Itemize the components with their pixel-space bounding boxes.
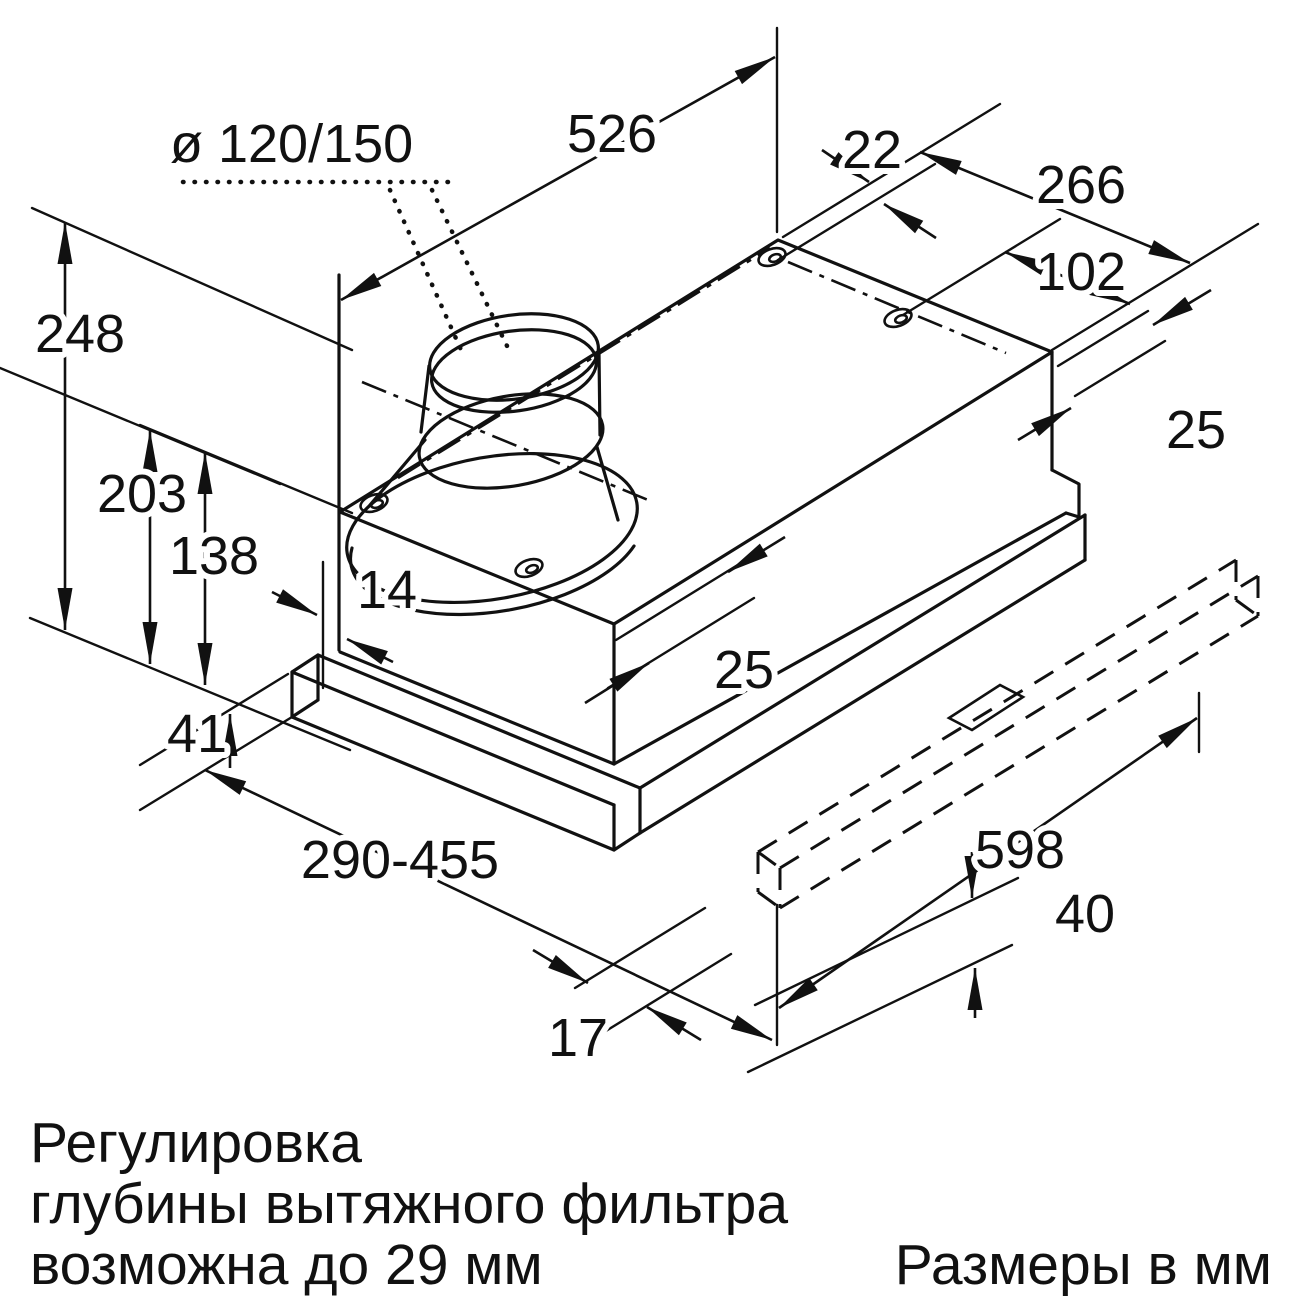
collar-cone-right — [595, 445, 620, 522]
dim-body-width: 526 — [567, 104, 657, 164]
body-top-face — [338, 238, 1054, 626]
bottom-rail-bottom — [638, 558, 1087, 835]
note-adjust-line2: глубины вытяжного фильтра — [30, 1172, 788, 1236]
collar-cylinder-left — [419, 364, 431, 434]
dim-front-step: 25 — [714, 640, 774, 700]
duct-leaders — [180, 179, 511, 355]
dimline-102 — [1004, 250, 1131, 306]
dimarrow-25r-a — [1017, 406, 1072, 442]
centerline-collar-cross — [361, 380, 649, 502]
mounting-slot — [359, 492, 389, 514]
dimline-290-455 — [204, 768, 773, 1042]
centerline-collar-long — [397, 246, 771, 480]
body-corner-step — [1050, 468, 1081, 519]
dim-hole-offset: 102 — [1036, 242, 1126, 302]
note-adjust-line1: Регулировка — [30, 1111, 362, 1175]
duct-collar — [345, 312, 639, 617]
mounting-slots — [359, 246, 913, 579]
dimarrow-22-a — [821, 148, 870, 184]
dimline-598 — [778, 716, 1198, 1010]
collar-base-rim — [348, 544, 636, 617]
dim-pullout-range: 290-455 — [301, 830, 499, 890]
notes: Регулировка глубины вытяжного фильтра во… — [25, 1106, 1277, 1300]
dim-wall-gap: 14 — [357, 560, 417, 620]
dimarrow-25r-b — [1152, 288, 1212, 327]
body-right-bottom-edge — [612, 511, 1068, 766]
mounting-slot — [514, 557, 544, 579]
dim-height-total: 248 — [35, 304, 125, 364]
collar-rim-outer — [428, 312, 600, 402]
dim-height-body: 138 — [169, 526, 259, 586]
dimarrow-25f-b — [727, 535, 786, 574]
dimarrow-14-b — [346, 637, 394, 665]
dim-visor-width: 598 — [975, 820, 1065, 880]
collar-base-plate — [345, 451, 639, 605]
dim-right-step: 25 — [1166, 400, 1226, 460]
note-units: Размеры в мм — [895, 1233, 1272, 1297]
bottom-rail-top — [638, 513, 1087, 790]
collar-cone-top-ring — [417, 392, 605, 490]
collar-cylinder-right — [597, 351, 602, 437]
dimarrow-14-a — [271, 589, 318, 617]
dim-duct-diameter: ø 120/150 — [170, 114, 413, 174]
dimarrow-22-b — [883, 202, 937, 240]
dim-back-offset: 22 — [842, 120, 902, 180]
mounting-slot — [883, 307, 913, 329]
dimline-526 — [340, 55, 776, 302]
dimarrow-17-a — [532, 948, 589, 985]
dim-height-mid: 203 — [97, 464, 187, 524]
dim-body-depth: 266 — [1036, 155, 1126, 215]
dim-panel-offset: 17 — [548, 1008, 608, 1068]
visor-switch — [946, 683, 1026, 732]
centerline-slots — [787, 260, 1007, 355]
dimarrow-25f-a — [584, 661, 650, 705]
dimline-266 — [919, 150, 1191, 265]
hood-body — [337, 238, 1081, 766]
dim-strip-height: 41 — [167, 704, 227, 764]
note-adjust-line3: возможна до 29 мм — [30, 1233, 543, 1297]
dim-visor-height: 40 — [1055, 884, 1115, 944]
dimarrow-17-b — [646, 1005, 702, 1042]
body-left-bottom-edge — [338, 650, 616, 766]
dimension-lines — [57, 55, 1212, 1042]
dimension-labels: ø 120/150 526 22 266 102 25 248 203 138 … — [29, 98, 1232, 1074]
